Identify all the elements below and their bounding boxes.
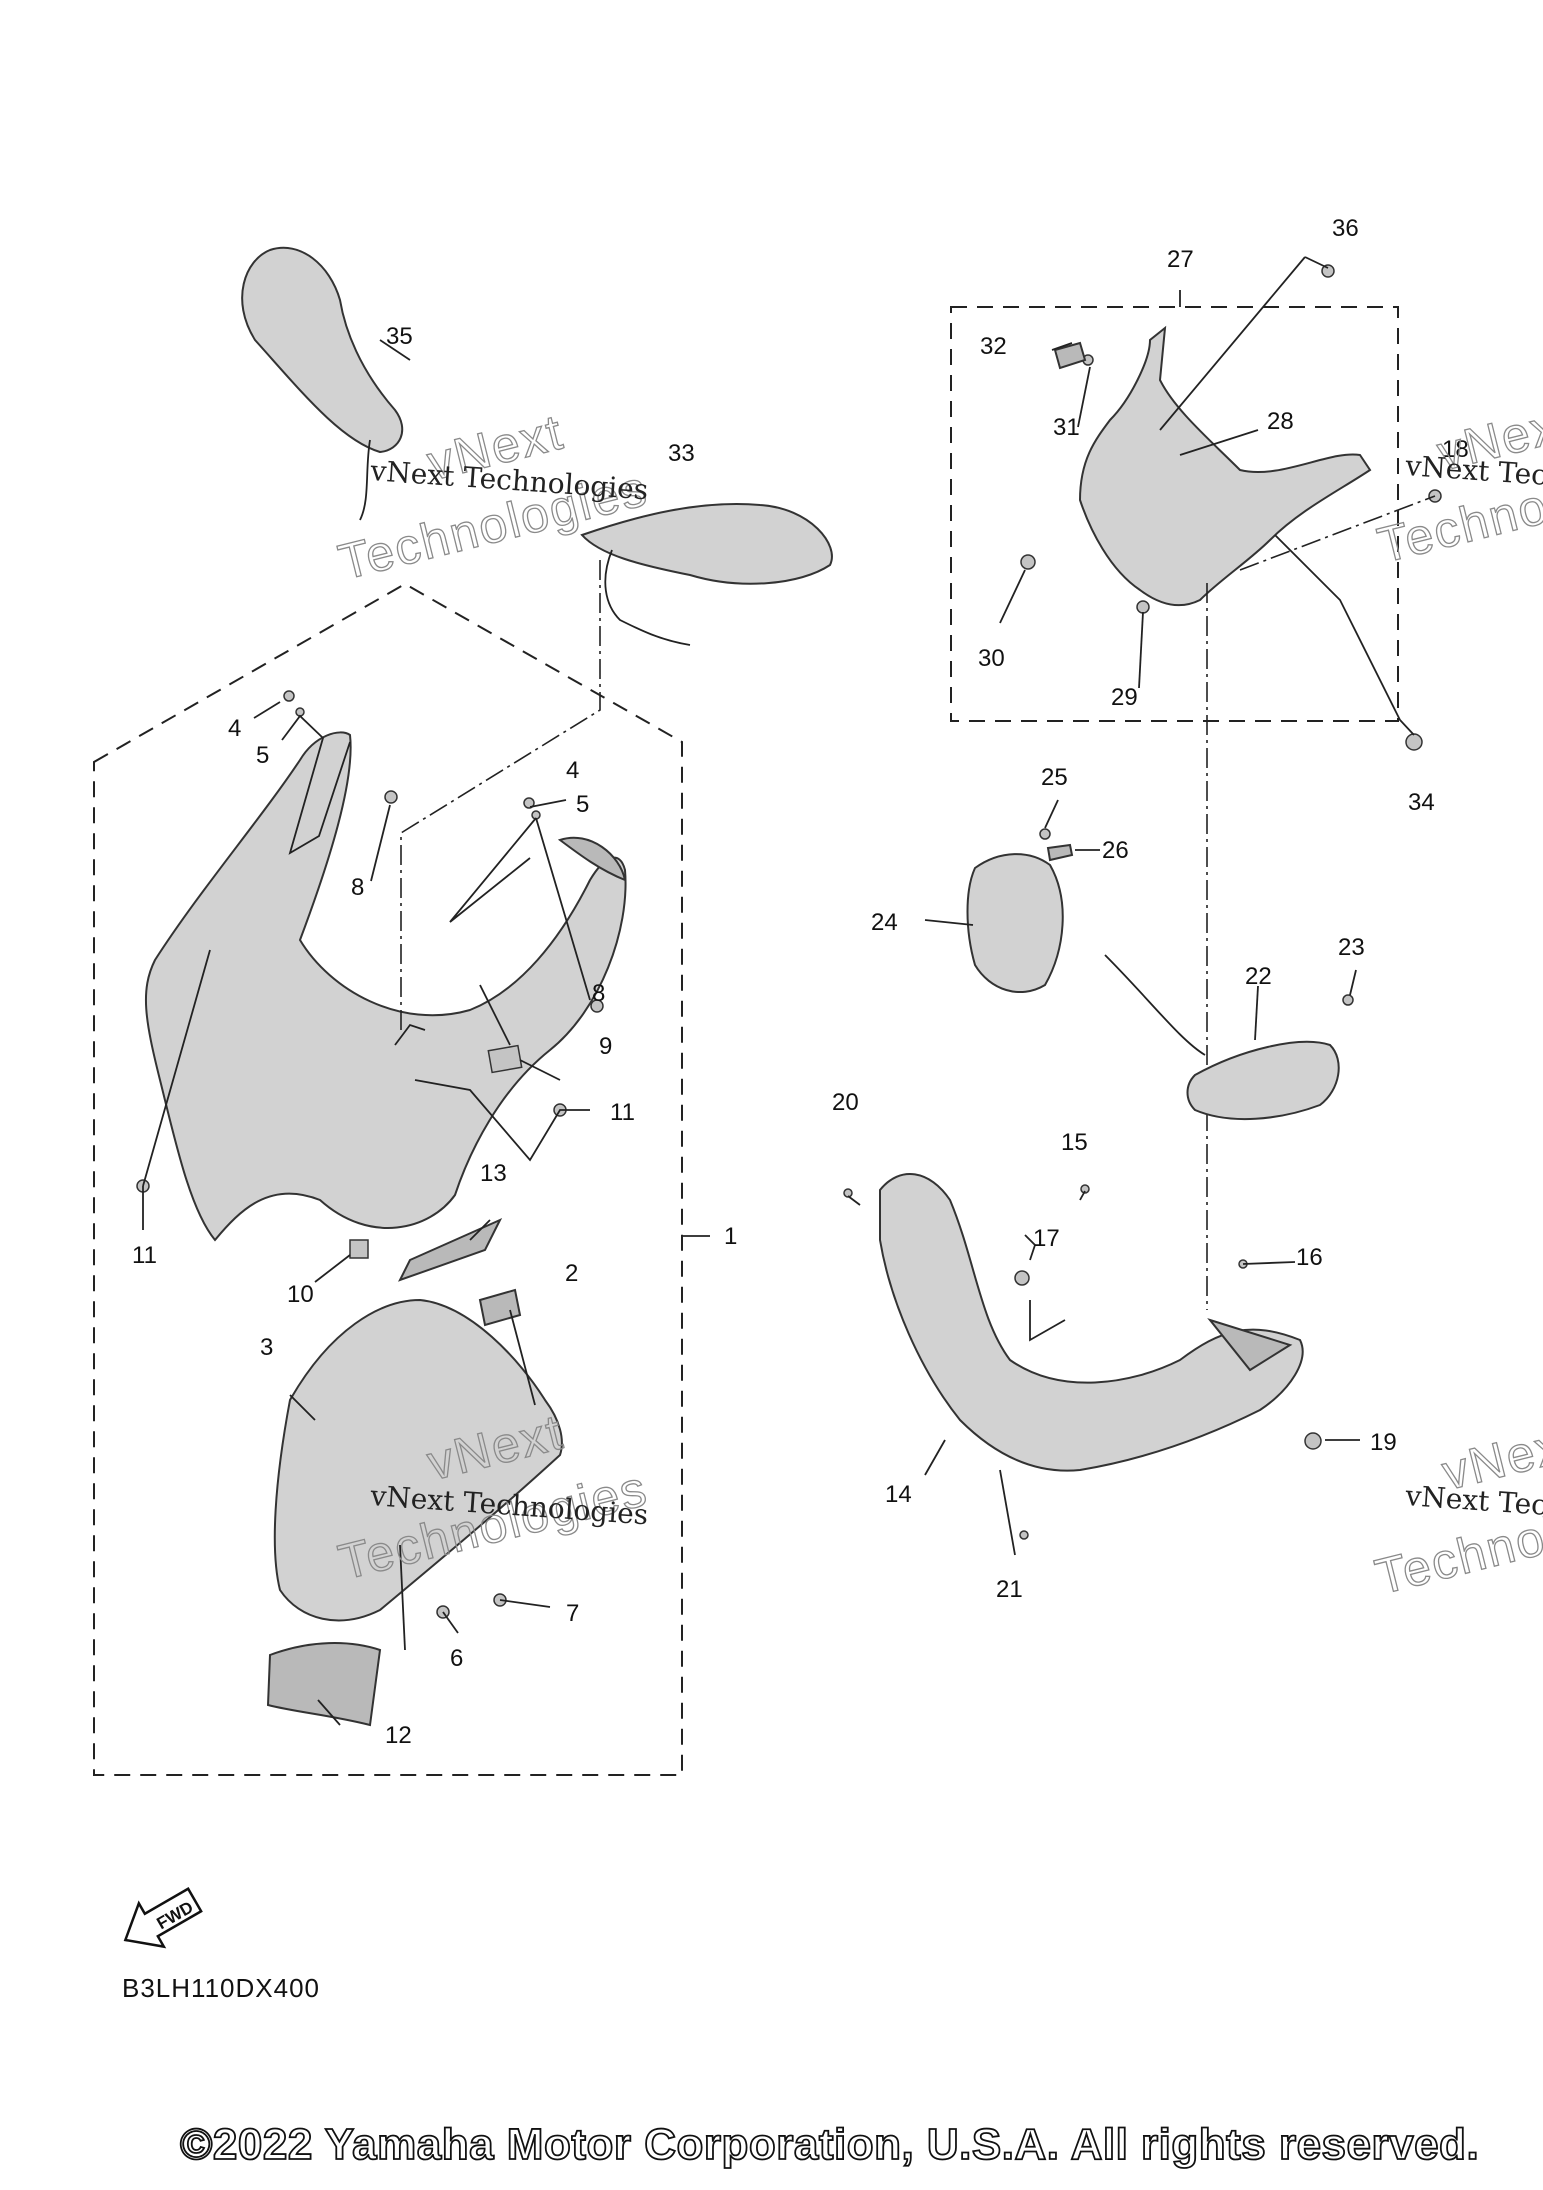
- callout-23: 23: [1338, 934, 1365, 961]
- turn-signal-33: [580, 503, 833, 585]
- cowling-stay-14: [879, 1173, 1304, 1472]
- callout-32: 32: [980, 333, 1007, 360]
- callout-34: 34: [1408, 789, 1435, 816]
- callout-26: 26: [1102, 837, 1129, 864]
- callout-33: 33: [668, 440, 695, 467]
- callout-5a: 5: [256, 742, 269, 769]
- callout-8b: 8: [592, 980, 605, 1007]
- panel-13: [397, 1217, 503, 1282]
- callout-9: 9: [599, 1033, 612, 1060]
- windshield-3: [273, 1298, 563, 1622]
- mirror-35: [241, 246, 404, 454]
- callout-labels: 1 2 3 4 4 5 5 6 7 8 8 9 10 11 11 12 13 1…: [132, 215, 1469, 1749]
- callout-25: 25: [1041, 764, 1068, 791]
- stay-bracket-28: [1078, 325, 1372, 607]
- headlight-24: [966, 853, 1064, 994]
- callout-4b: 4: [566, 757, 579, 784]
- callout-11a: 11: [132, 1242, 157, 1269]
- callout-6: 6: [450, 1645, 463, 1672]
- callout-12: 12: [385, 1722, 412, 1749]
- position-light-22: [1186, 1040, 1340, 1121]
- visor-12: [266, 1642, 382, 1727]
- callout-5b: 5: [576, 791, 589, 818]
- callout-28: 28: [1267, 408, 1294, 435]
- group-box-27: [950, 306, 1399, 722]
- callout-22: 22: [1245, 963, 1272, 990]
- callout-8a: 8: [351, 874, 364, 901]
- callout-16: 16: [1296, 1244, 1323, 1271]
- fwd-arrow-icon: FWD: [123, 1887, 203, 1949]
- callout-35: 35: [386, 323, 413, 350]
- callout-17: 17: [1033, 1225, 1060, 1252]
- callout-2: 2: [565, 1260, 578, 1287]
- callout-14: 14: [885, 1481, 912, 1508]
- callout-15: 15: [1061, 1129, 1088, 1156]
- diagram-code: B3LH110DX400: [122, 1973, 320, 2003]
- callout-31: 31: [1053, 414, 1080, 441]
- callout-3: 3: [260, 1334, 273, 1361]
- callout-18: 18: [1442, 436, 1469, 463]
- callout-27: 27: [1167, 246, 1194, 273]
- callout-10: 10: [287, 1281, 314, 1308]
- callout-21: 21: [996, 1576, 1023, 1603]
- callout-29: 29: [1111, 684, 1138, 711]
- decal-2: [478, 1288, 522, 1327]
- callout-4a: 4: [228, 715, 241, 742]
- group-box-1: [93, 582, 683, 1776]
- upper-cowling: [144, 731, 627, 1242]
- callout-30: 30: [978, 645, 1005, 672]
- callout-11b: 11: [610, 1099, 635, 1126]
- callout-1: 1: [724, 1223, 737, 1250]
- callout-13: 13: [480, 1160, 507, 1187]
- callout-20: 20: [832, 1089, 859, 1116]
- callout-7: 7: [566, 1600, 579, 1627]
- copyright-notice: ©2022 Yamaha Motor Corporation, U.S.A. A…: [179, 2119, 1480, 2170]
- callout-24: 24: [871, 909, 898, 936]
- callout-36: 36: [1332, 215, 1359, 242]
- callout-19: 19: [1370, 1429, 1397, 1456]
